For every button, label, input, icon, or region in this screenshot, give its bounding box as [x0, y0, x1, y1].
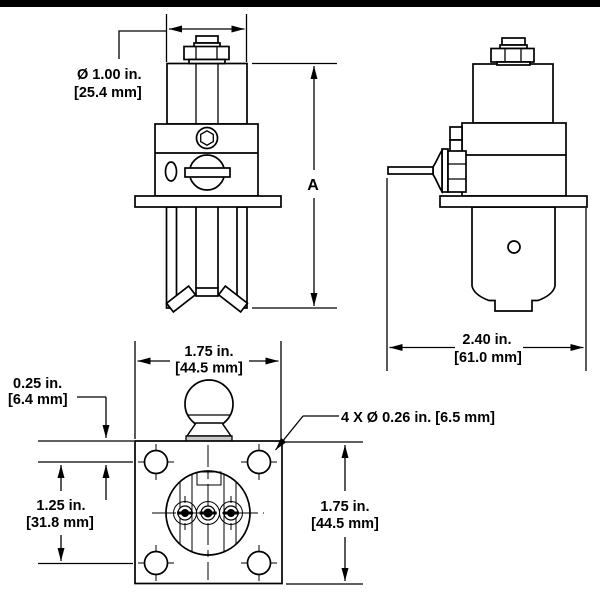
mounting-hole-bottom-right — [241, 545, 277, 581]
hex-socket-icon — [200, 130, 214, 146]
side-upper-cylinder — [472, 63, 554, 124]
plate-height-value: 1.75 in. — [320, 499, 369, 515]
mounting-holes — [138, 444, 277, 581]
hex-socket-boss — [195, 126, 219, 150]
side-port-hole — [164, 161, 178, 182]
mounting-hole-top-left — [138, 444, 174, 480]
plate-width-metric: [44.5 mm] — [175, 361, 243, 377]
hose-barb-fitting — [387, 126, 467, 195]
terminal-contacts — [173, 496, 243, 530]
side-lower-housing — [471, 206, 556, 312]
dim-hole-edge-offset: 0.25 in. [6.4 mm] — [8, 376, 134, 500]
front-upper-cylinder — [166, 62, 248, 125]
height-a-label: A — [307, 177, 319, 194]
shaft-end — [195, 287, 219, 297]
side-cap-nut — [490, 37, 535, 66]
mounting-hole-bottom-left — [138, 545, 174, 581]
terminal-right — [219, 496, 243, 530]
front-mounting-flange — [134, 195, 282, 208]
front-lower-tube — [165, 206, 249, 314]
side-view — [387, 37, 588, 312]
hole-spacing-metric: [31.8 mm] — [26, 515, 94, 531]
ball-knob — [184, 379, 234, 443]
terminal-left — [173, 496, 197, 530]
right-prong — [217, 284, 249, 314]
keyway-notch — [196, 471, 222, 486]
hole-edge-offset-value: 0.25 in. — [13, 376, 62, 392]
fitting-disc — [441, 148, 449, 193]
dim-overall-width: 2.40 in. [61.0 mm] — [386, 178, 587, 371]
dim-plate-height: 1.75 in. [44.5 mm] — [286, 441, 379, 585]
cap-diameter-metric: [25.4 mm] — [74, 85, 142, 101]
housing-hole — [507, 240, 521, 254]
overall-width-value: 2.40 in. — [462, 332, 511, 348]
cap-diameter-value: Ø 1.00 in. — [77, 67, 141, 83]
dim-plate-width: 1.75 in. [44.5 mm] — [134, 341, 282, 439]
hole-edge-offset-metric: [6.4 mm] — [8, 392, 68, 408]
side-valve-block — [461, 122, 567, 197]
plate-width-value: 1.75 in. — [184, 344, 233, 360]
top-border-bar — [0, 0, 600, 7]
dim-height-a: A — [252, 62, 337, 309]
dim-cap-diameter: Ø 1.00 in. [25.4 mm] — [74, 14, 248, 101]
overall-width-metric: [61.0 mm] — [454, 350, 522, 366]
front-cap-nut — [183, 35, 230, 65]
front-valve-block — [154, 123, 259, 197]
fitting-funnel — [432, 147, 443, 195]
front-view — [134, 35, 282, 314]
plate-height-metric: [44.5 mm] — [311, 516, 379, 532]
mounting-holes-callout-text: 4 X Ø 0.26 in. [6.5 mm] — [341, 410, 495, 426]
left-prong — [165, 284, 197, 314]
fitting-rod — [387, 166, 434, 175]
mounting-hole-top-right — [241, 444, 277, 480]
bottom-view — [134, 379, 283, 585]
hole-spacing-value: 1.25 in. — [36, 498, 85, 514]
fitting-hex-nut — [447, 150, 467, 193]
screw-slot — [184, 167, 231, 178]
side-mounting-flange — [439, 195, 588, 208]
dim-hole-spacing: 1.25 in. [31.8 mm] — [26, 465, 133, 565]
callout-mounting-holes: 4 X Ø 0.26 in. [6.5 mm] — [274, 410, 495, 451]
